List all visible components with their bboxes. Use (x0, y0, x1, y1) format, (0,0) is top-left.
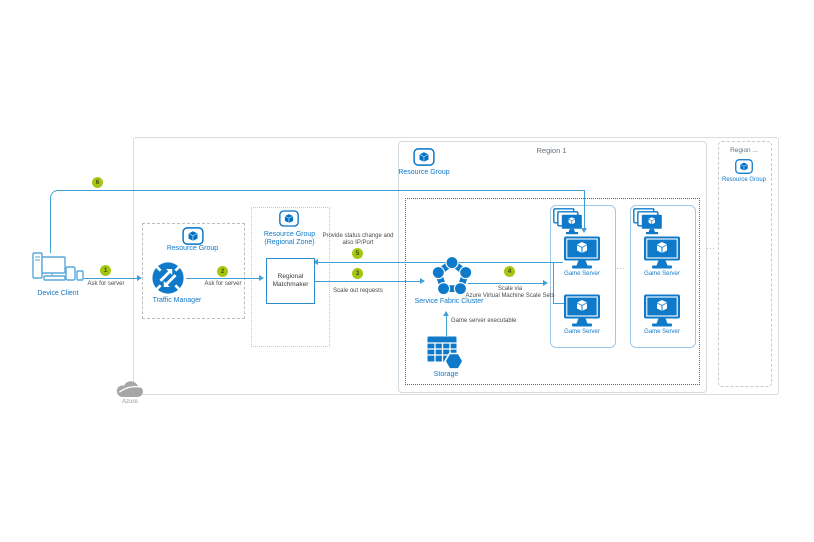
storage-label: Storage (433, 371, 459, 378)
arrowhead-step1 (137, 275, 142, 281)
service-fabric-cluster-label: Service Fabric Cluster (414, 298, 484, 305)
step-badge-2: 2 (217, 266, 228, 277)
step5-label-line2: also IP/Port (342, 240, 374, 246)
azure-label: Azure (122, 399, 138, 405)
game-server-icon (644, 294, 680, 327)
connector-step1 (84, 278, 137, 279)
arrowhead-step6 (581, 228, 587, 233)
regional-matchmaker-label-line2: Matchmaker (272, 281, 309, 288)
traffic-manager-label: Traffic Manager (152, 297, 202, 304)
resource-group-icon (182, 227, 204, 245)
arrowhead-step2 (259, 275, 264, 281)
device-client-icon (32, 252, 84, 281)
region-next-title: Region ... (730, 147, 758, 154)
game-server-icon (644, 236, 680, 269)
arrowhead-step4 (543, 280, 548, 286)
regional-matchmaker-box: Regional Matchmaker (266, 258, 315, 304)
game-server-icon (564, 294, 600, 327)
resource-group-icon (735, 159, 753, 174)
step-number: 2 (220, 268, 225, 275)
step-number: 6 (95, 179, 100, 186)
regional-matchmaker-label-line1: Regional (277, 272, 304, 280)
connector-step4 (468, 283, 543, 284)
connector-step5-bracket (553, 262, 554, 303)
game-server-label: Game Server (564, 271, 600, 277)
scale-set-ellipsis: ... (616, 264, 626, 271)
step2-label: Ask for server (204, 281, 242, 287)
connector-step3 (313, 281, 420, 282)
connector-step6-drop (584, 190, 585, 228)
step4-label-line2: Azure Virtual Machine Scale Sets (465, 293, 555, 299)
storage-icon (427, 336, 464, 370)
step-badge-1: 1 (100, 265, 111, 276)
regions-ellipsis: ... (706, 244, 716, 251)
regional-zone-sub-label: (Regional Zone) (264, 239, 315, 246)
vm-scale-set-icon (553, 208, 582, 235)
regional-zone-group-label: Resource Group (263, 231, 316, 238)
connector-step5 (318, 262, 563, 263)
storage-arrow-label: Game server executable (451, 318, 517, 324)
azure-boundary-frame (133, 137, 779, 395)
step-number: 1 (103, 267, 108, 274)
resource-group-icon (413, 148, 435, 166)
connector-storage (446, 316, 447, 336)
region1-title: Region 1 (536, 146, 567, 155)
step-number: 4 (507, 268, 512, 275)
traffic-manager-group-label: Resource Group (166, 245, 219, 252)
step-badge-3: 3 (352, 268, 363, 279)
step-number: 5 (355, 250, 360, 257)
service-fabric-cluster-icon (431, 255, 473, 296)
game-server-label: Game Server (644, 271, 680, 277)
region-next-resource-group-label: Resource Group (721, 177, 767, 183)
azure-cloud-icon (116, 381, 143, 397)
step-badge-4: 4 (504, 266, 515, 277)
game-server-icon (564, 236, 600, 269)
device-client-label: Device Client (37, 290, 79, 297)
vm-scale-set-icon (633, 208, 662, 235)
connector-step6 (50, 190, 585, 253)
arrowhead-step3 (420, 278, 425, 284)
step-badge-6: 6 (92, 177, 103, 188)
arrowhead-storage (443, 311, 449, 316)
step-badge-5: 5 (352, 248, 363, 259)
region1-resource-group-label: Resource Group (398, 169, 450, 176)
connector-step2 (186, 278, 259, 279)
step5-label-line1: Provide status change and (322, 233, 394, 239)
step4-label-line1: Scale via (497, 286, 523, 292)
resource-group-icon (279, 210, 299, 227)
step-number: 3 (355, 270, 360, 277)
step1-label: Ask for server (87, 281, 125, 287)
game-server-label: Game Server (564, 329, 600, 335)
connector-step5-spur (553, 303, 565, 304)
traffic-manager-icon (152, 262, 184, 294)
game-server-label: Game Server (644, 329, 680, 335)
region-next-box (718, 141, 772, 387)
service-fabric-cluster-boundary (405, 198, 700, 385)
step3-label: Scale out requests (333, 288, 383, 294)
arrowhead-step5 (313, 259, 318, 265)
